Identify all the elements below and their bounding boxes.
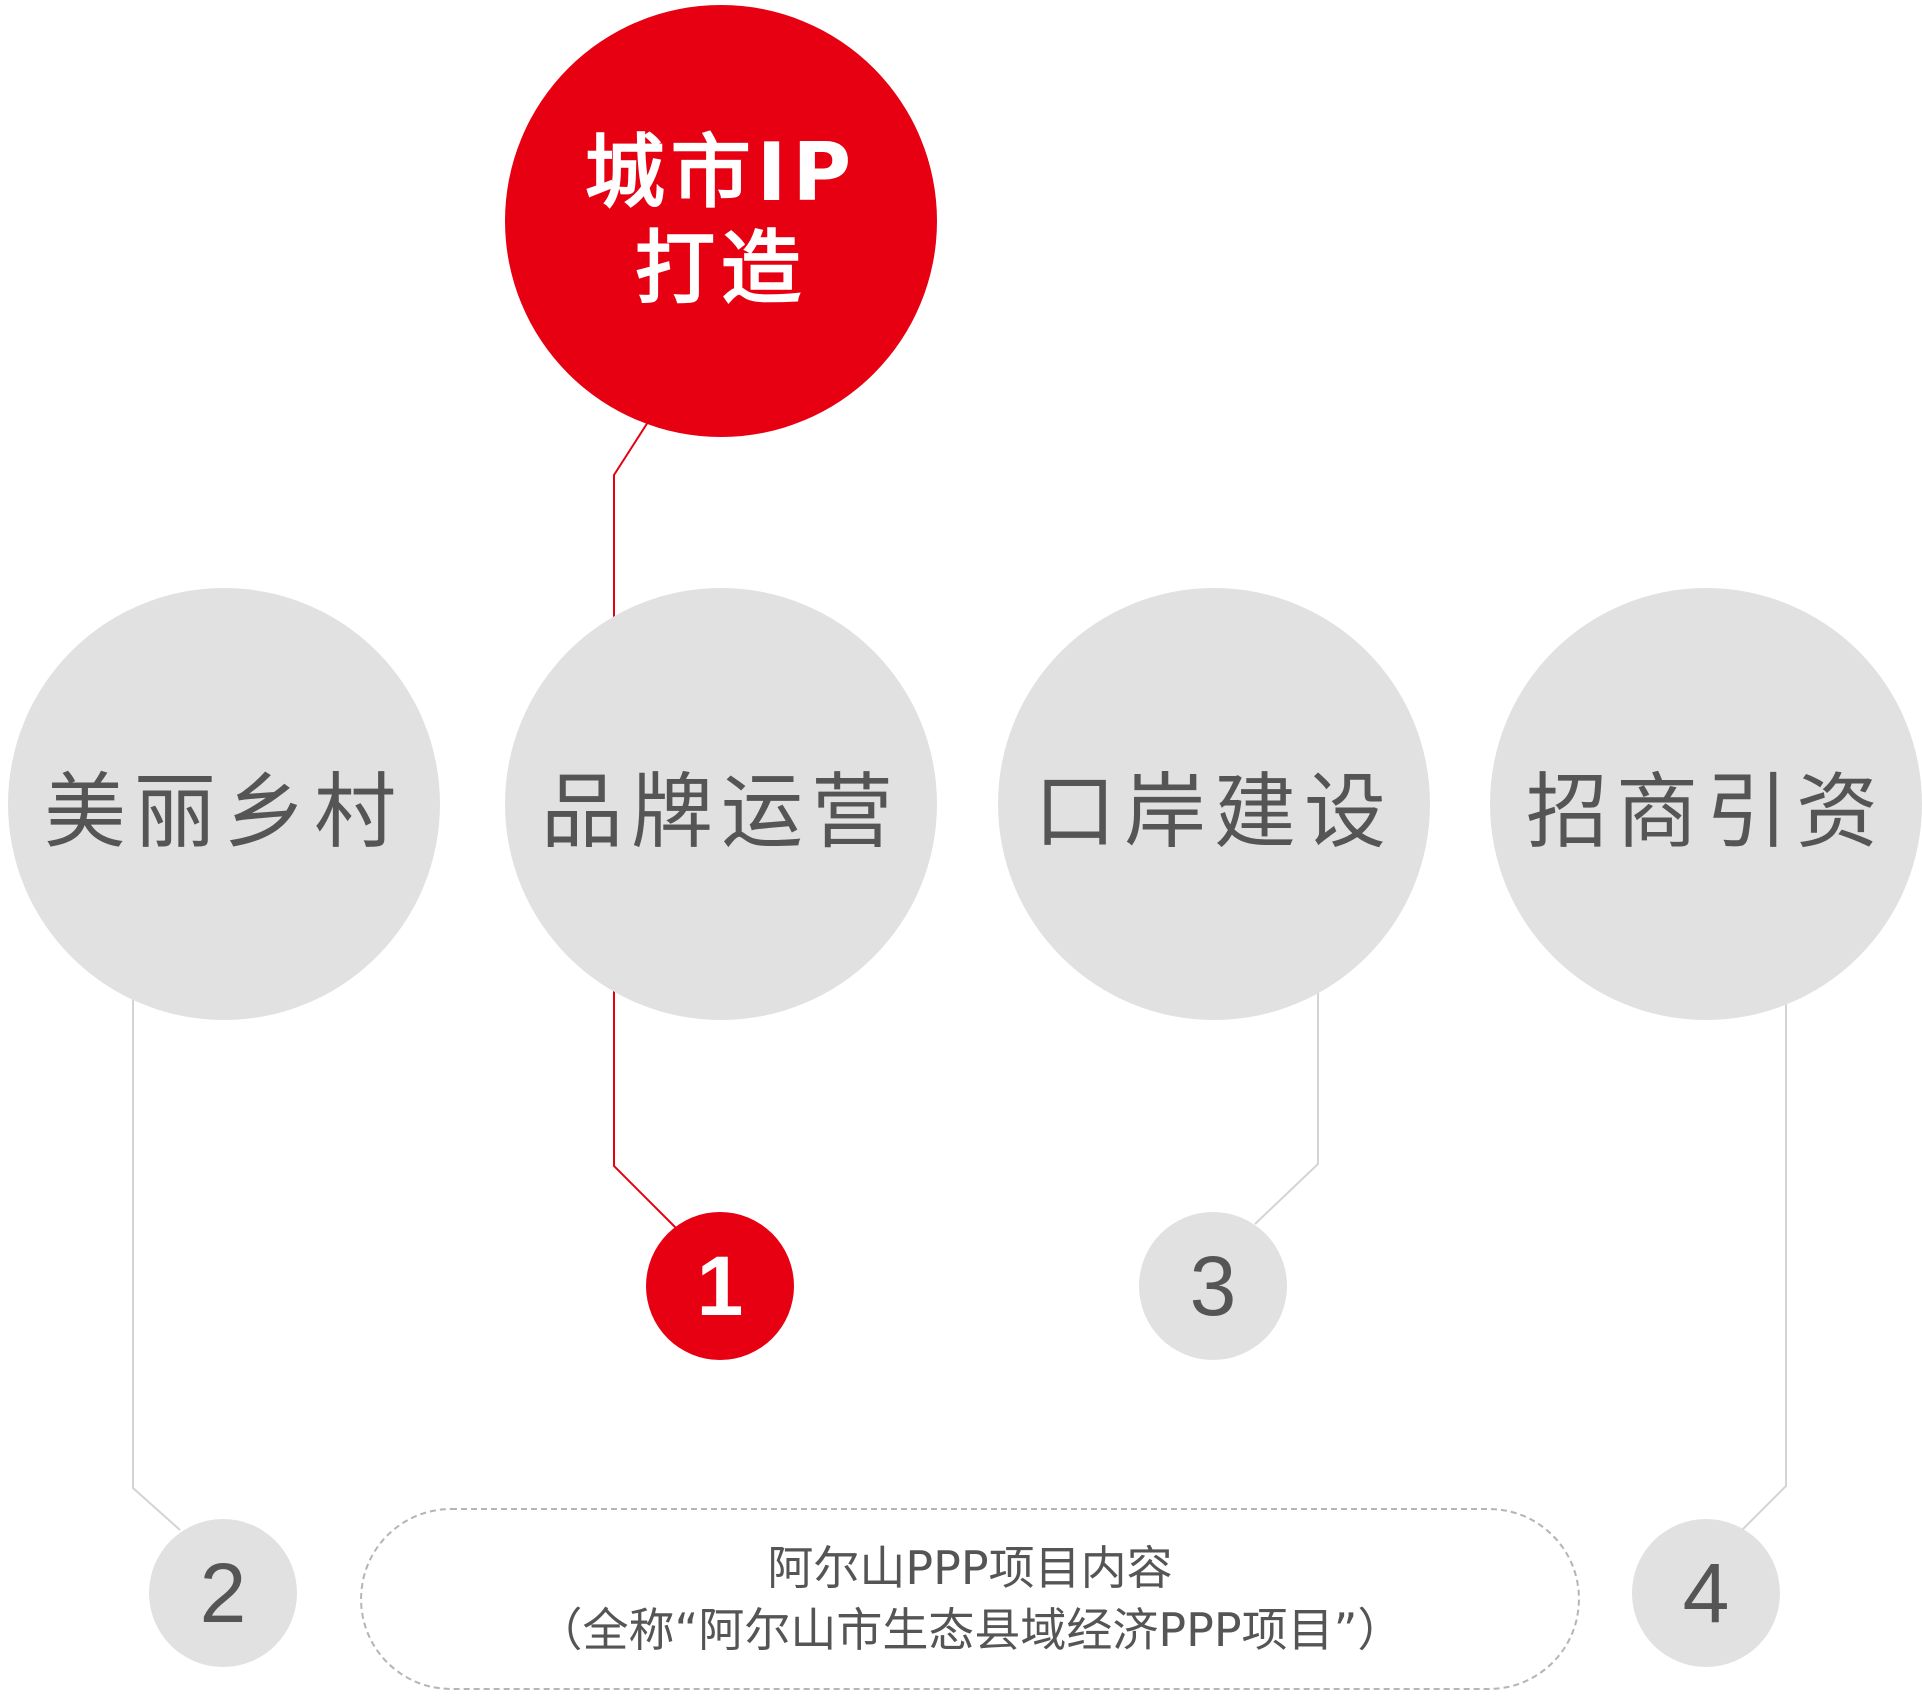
node-label: 品牌运营 [540,764,901,860]
project-note-fullname: （全称“阿尔山市生态县域经济PPP项目”） [536,1603,1404,1657]
node-brand-operation: 品牌运营 [505,588,937,1020]
connector-port-to-3 [1254,990,1319,1225]
node-label: 招商引资 [1525,764,1886,860]
number-label: 2 [199,1545,247,1640]
connector-investment-to-4 [1741,990,1787,1531]
top-node-line2: 打造 [635,222,807,315]
connector-top-to-brand [613,421,649,620]
node-port-construction: 口岸建设 [998,588,1430,1020]
number-badge-3: 3 [1139,1212,1287,1360]
project-note-title: 阿尔山PPP项目内容 [767,1541,1173,1595]
connector-village-to-2 [132,998,181,1531]
number-label: 4 [1682,1545,1730,1640]
number-label: 3 [1189,1238,1237,1333]
project-note-box: 阿尔山PPP项目内容 （全称“阿尔山市生态县域经济PPP项目”） [360,1508,1580,1690]
number-badge-2: 2 [149,1519,297,1667]
node-investment-attraction: 招商引资 [1490,588,1922,1020]
node-label: 口岸建设 [1033,764,1394,860]
top-node-city-ip: 城市IP 打造 [505,5,937,437]
node-label: 美丽乡村 [43,764,404,860]
connector-brand-to-1 [613,990,677,1229]
number-badge-4: 4 [1632,1519,1780,1667]
number-label: 1 [696,1238,744,1333]
top-node-line1: 城市IP [584,126,858,219]
number-badge-1: 1 [646,1212,794,1360]
node-beautiful-village: 美丽乡村 [8,588,440,1020]
